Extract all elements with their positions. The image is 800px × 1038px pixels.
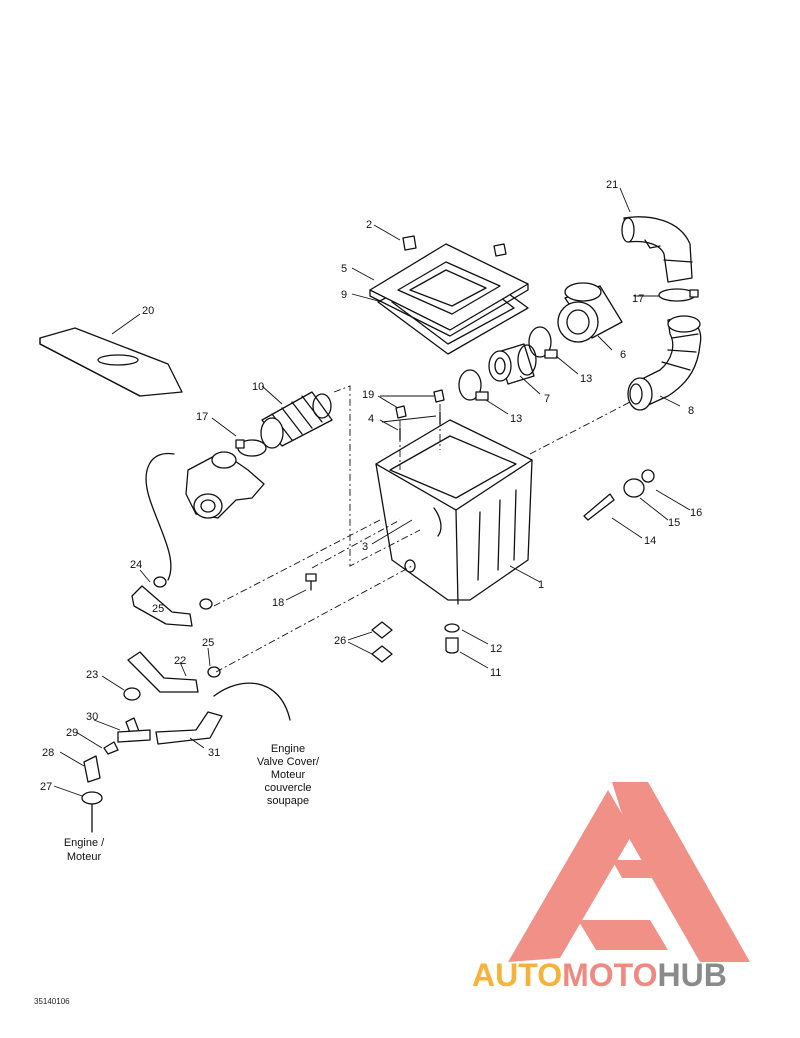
watermark-moto: MOTO — [562, 957, 657, 993]
callout-31: 31 — [208, 747, 220, 759]
callout-25-lower: 25 — [202, 637, 214, 649]
note-engine: Engine / Moteur — [64, 837, 105, 863]
part-17-clamp-top — [658, 288, 699, 302]
watermark-auto: AUTO — [472, 957, 562, 993]
callout-21: 21 — [606, 179, 618, 191]
note-valve-cover-line-5: soupape — [267, 795, 309, 807]
throttle-body — [185, 451, 265, 519]
note-valve-cover-line-2: Valve Cover/ — [257, 756, 320, 768]
callout-25-upper: 25 — [152, 603, 164, 615]
part-7-coupling — [488, 343, 537, 385]
callout-27: 27 — [40, 781, 52, 793]
callout-13-upper: 13 — [580, 373, 592, 385]
watermark-hub: HUB — [657, 957, 726, 993]
callout-24: 24 — [130, 559, 142, 571]
callout-17-top: 17 — [632, 293, 644, 305]
callout-29: 29 — [66, 727, 78, 739]
callout-20: 20 — [142, 305, 154, 317]
part-17-clamp-left — [235, 439, 267, 457]
callout-14: 14 — [644, 535, 656, 547]
callout-12: 12 — [490, 643, 502, 655]
callout-7: 7 — [544, 393, 550, 405]
assembly-lines — [213, 385, 631, 673]
note-engine-line-1: Engine / — [64, 837, 105, 849]
part-13-clamp-upper — [528, 326, 558, 359]
callout-1: 1 — [538, 579, 544, 591]
note-valve-cover: Engine Valve Cover/ Moteur couvercle sou… — [257, 743, 320, 807]
part-8-duct — [627, 315, 702, 411]
callout-17-left: 17 — [196, 411, 208, 423]
part-26-pads — [371, 621, 393, 663]
callout-18: 18 — [272, 597, 284, 609]
callout-9: 9 — [341, 289, 347, 301]
watermark-logo — [508, 782, 750, 962]
callout-10: 10 — [252, 381, 264, 393]
part-18-bolt — [305, 573, 317, 591]
callout-6: 6 — [620, 349, 626, 361]
callout-26: 26 — [334, 635, 346, 647]
note-engine-line-2: Moteur — [67, 851, 102, 863]
part-5-cover — [369, 243, 529, 337]
callout-5: 5 — [341, 263, 347, 275]
callout-30: 30 — [86, 711, 98, 723]
callout-4: 4 — [368, 413, 374, 425]
part-6-filter — [557, 282, 623, 343]
part-2-clip — [402, 235, 507, 257]
part-10-hose — [260, 391, 333, 449]
callout-13-lower: 13 — [510, 413, 522, 425]
leader-lines — [53, 187, 691, 797]
callout-19: 19 — [362, 389, 374, 401]
callout-labels: 1 2 3 4 5 6 7 8 9 10 11 12 13 13 14 15 1… — [40, 179, 702, 793]
callout-16: 16 — [690, 507, 702, 519]
part-1-airbox — [375, 419, 533, 605]
part-13-clamp-lower — [458, 369, 489, 401]
part-14-15-16 — [583, 469, 655, 521]
part-20-panel — [39, 327, 183, 397]
callout-28: 28 — [42, 747, 54, 759]
watermark-text: AUTOMOTOHUB — [472, 957, 727, 993]
callout-15: 15 — [668, 517, 680, 529]
callout-8: 8 — [688, 405, 694, 417]
callout-2: 2 — [366, 219, 372, 231]
part-11-12-drain — [444, 623, 460, 654]
note-valve-cover-line-4: couvercle — [264, 782, 311, 794]
note-valve-cover-line-3: Moteur — [271, 769, 306, 781]
note-valve-cover-line-1: Engine — [271, 743, 305, 755]
callout-22: 22 — [174, 655, 186, 667]
callout-11: 11 — [490, 667, 501, 679]
drawing-code: 35140106 — [34, 997, 70, 1006]
vent-hoses — [81, 452, 291, 833]
callout-3: 3 — [362, 541, 368, 553]
part-21-elbow — [621, 216, 693, 283]
callout-23: 23 — [86, 669, 98, 681]
